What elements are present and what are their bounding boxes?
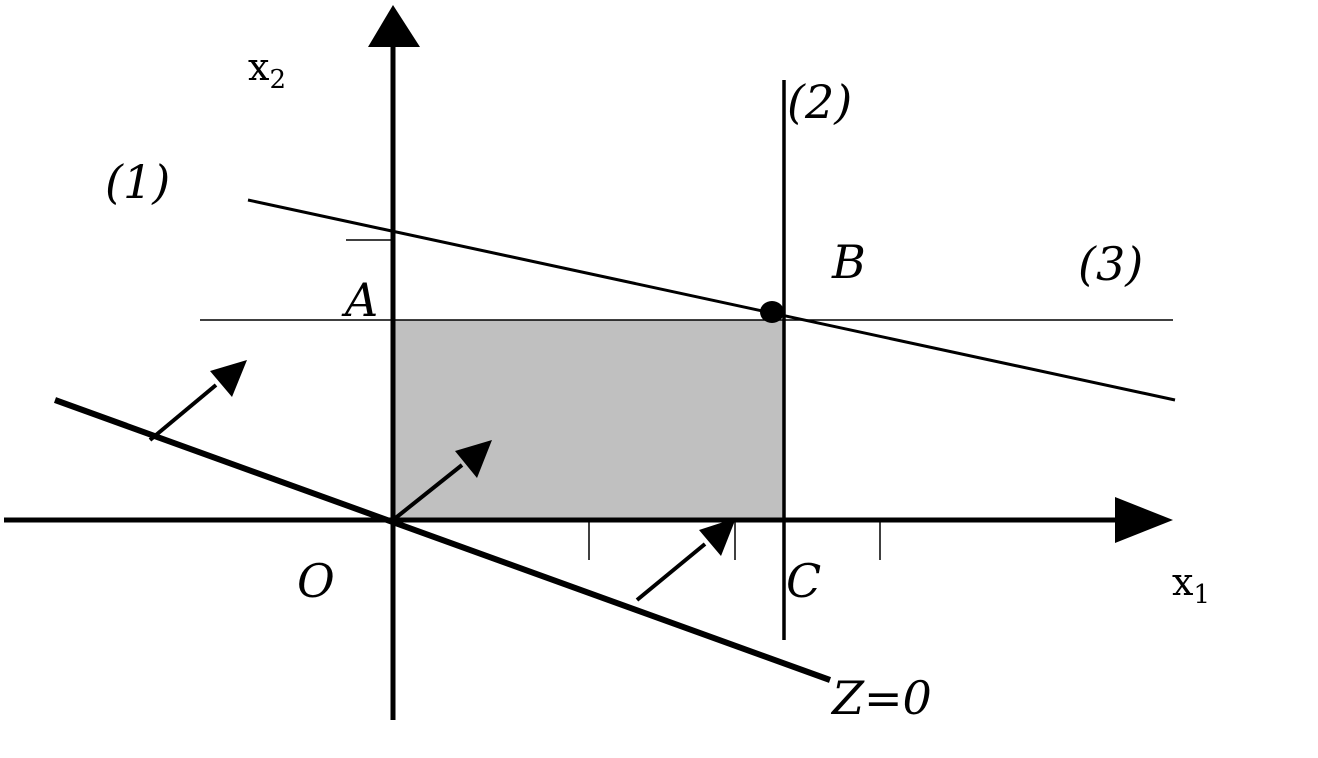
gradient-arrow xyxy=(148,383,218,442)
gradient-arrowhead xyxy=(210,360,247,397)
objective-label: Z=0 xyxy=(830,671,932,725)
constraint-2-label: (2) xyxy=(787,75,852,129)
feasible-region xyxy=(393,320,784,520)
x2-axis-label: x2 xyxy=(248,45,286,95)
constraint-1-label: (1) xyxy=(105,155,170,209)
gradient-arrowhead xyxy=(455,440,492,478)
point-a-label: A xyxy=(341,273,378,327)
constraint-3-label: (3) xyxy=(1078,237,1143,291)
gradient-arrowhead xyxy=(699,518,736,556)
optimal-point-b xyxy=(760,301,784,323)
x1-axis-label: x1 xyxy=(1172,560,1210,610)
origin-label: O xyxy=(297,554,335,608)
point-b-label: B xyxy=(831,235,866,289)
point-c-label: C xyxy=(786,554,821,608)
objective-line xyxy=(53,397,832,683)
x2-axis-arrowhead xyxy=(368,5,420,47)
constraint-1-line xyxy=(247,198,1176,402)
gradient-arrow xyxy=(635,542,707,602)
x1-axis-arrowhead xyxy=(1115,497,1173,543)
gradient-arrow xyxy=(391,463,464,522)
